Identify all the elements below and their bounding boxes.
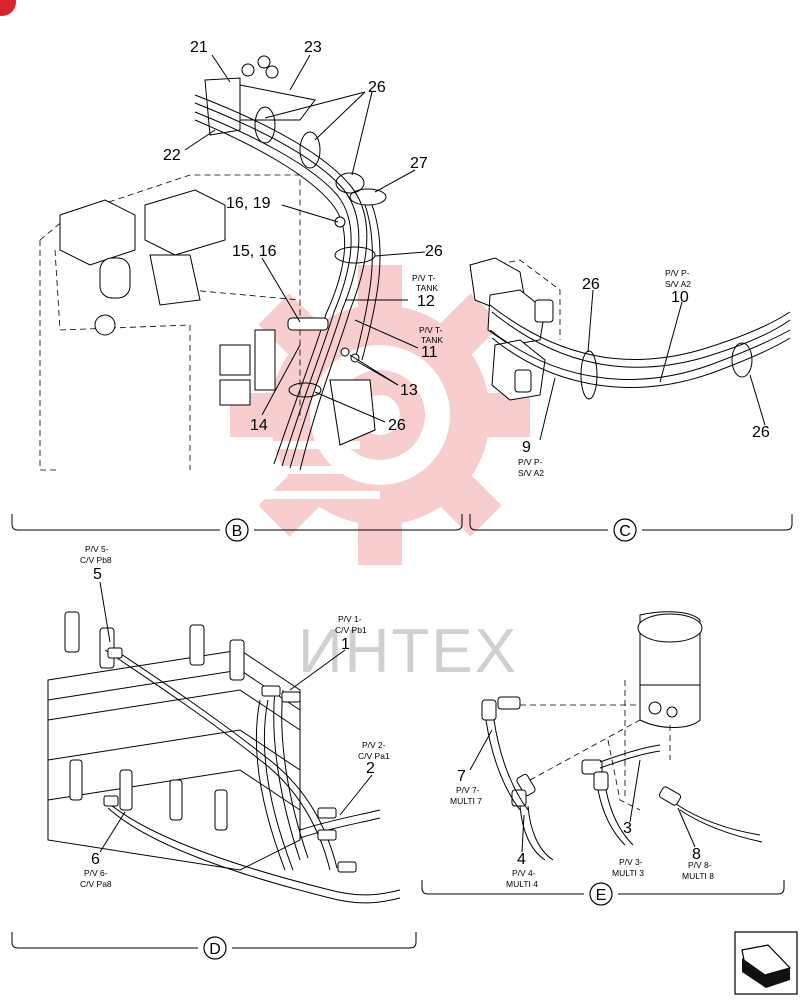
watermark-text: ИНТЕХ [298,617,518,686]
callout-9: 9 [522,439,531,456]
callout-5-desc-1: P/V 5- [85,544,109,554]
callout-11: 11 [421,344,438,361]
callout-9-desc-2: S/V A2 [518,468,544,478]
callout-4-desc-2: MULTI 4 [506,879,538,889]
callout-4-desc-1: P/V 4- [512,868,536,878]
callout-10: 10 [671,289,689,306]
section-label-c: C [619,523,631,540]
callout-12-desc-2: TANK [416,283,438,293]
callout-2-desc-1: P/V 2- [362,740,386,750]
callout-3-desc-2: MULTI 3 [612,868,644,878]
callout-22: 22 [163,147,181,164]
callout-8-desc-1: P/V 8- [688,860,712,870]
section-label-d: D [209,941,221,958]
section-d-drawing [47,581,401,904]
callout-26-c-right: 26 [752,424,770,441]
callout-26-low: 26 [388,417,406,434]
callout-26-top: 26 [368,79,386,96]
callout-8: 8 [692,846,701,863]
section-label-e: E [596,887,607,904]
callout-15-16: 15, 16 [232,243,277,260]
next-page-arrow-icon[interactable] [734,931,798,995]
callout-10-desc-2: S/V A2 [665,279,691,289]
watermark-gear-logo [230,265,530,565]
section-b-bracket [11,514,463,542]
callout-9-desc-1: P/V P- [518,457,543,467]
callout-8-desc-2: MULTI 8 [682,871,714,881]
callout-7: 7 [457,768,466,785]
callout-11-desc-2: TANK [421,335,443,345]
section-b-drawing [39,54,426,471]
callout-13: 13 [400,382,418,399]
section-d-bracket [11,932,417,960]
callout-7-desc-2: MULTI 7 [450,796,482,806]
callout-6-desc-1: P/V 6- [84,868,108,878]
callout-5-desc-2: C/V Pb8 [80,555,112,565]
callout-11-desc-1: P/V T- [419,325,443,335]
corner-marker [0,0,16,16]
callout-4: 4 [517,851,526,868]
callout-21: 21 [190,39,208,56]
callout-26-c-top: 26 [582,276,600,293]
callout-1: 1 [341,636,350,653]
section-label-b: B [232,523,243,540]
section-e-drawing [469,611,763,861]
callout-16-19: 16, 19 [226,195,271,212]
callout-6: 6 [91,851,100,868]
section-c-bracket [469,514,793,542]
callout-1-desc-2: C/V Pb1 [335,625,367,635]
section-c-drawing [469,257,791,441]
callout-26-mid: 26 [425,243,443,260]
callout-12: 12 [417,293,435,310]
callout-3: 3 [623,820,632,837]
callout-3-desc-1: P/V 3- [619,857,643,867]
callout-12-desc-1: P/V T- [412,273,436,283]
callout-2-desc-2: C/V Pa1 [358,751,390,761]
section-e-bracket [421,880,785,906]
callout-2: 2 [366,760,375,777]
callout-14: 14 [250,417,268,434]
callout-27: 27 [410,155,428,172]
callout-5: 5 [93,566,102,583]
callout-10-desc-1: P/V P- [665,268,690,278]
callout-23: 23 [304,39,322,56]
callout-6-desc-2: C/V Pa8 [80,879,112,889]
callout-1-desc-1: P/V 1- [338,614,362,624]
callout-7-desc-1: P/V 7- [456,785,480,795]
